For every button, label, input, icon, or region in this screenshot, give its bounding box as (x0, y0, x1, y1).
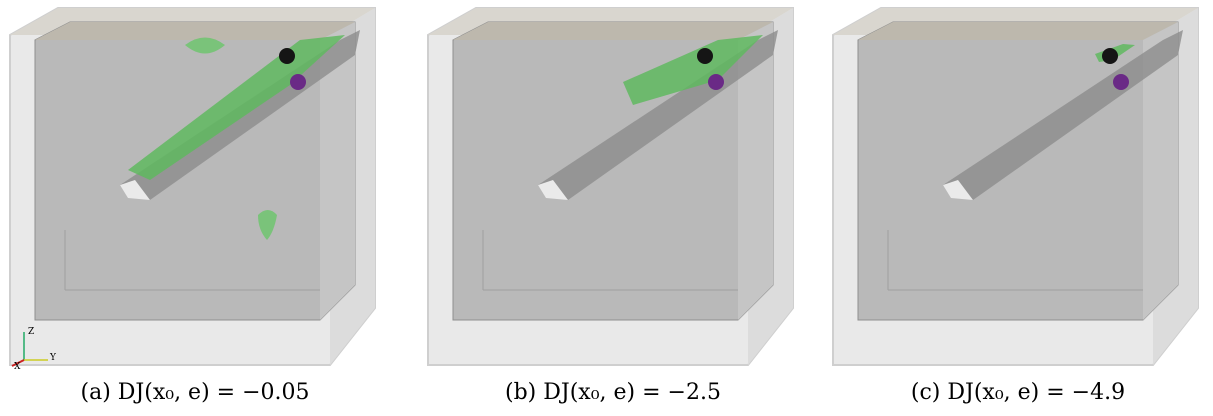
cube-render-b (427, 7, 794, 366)
cube-render-c (832, 7, 1199, 366)
panel-b: (b) DJ(x₀, e) = −2.5 (418, 0, 808, 416)
green-blob-top (185, 37, 225, 54)
inner-box-side (738, 22, 773, 320)
inner-box-top (858, 22, 1178, 40)
cube-render-a (9, 7, 376, 366)
inner-box-side (320, 22, 355, 320)
inner-box-side (1143, 22, 1178, 320)
sphere-purple (1113, 74, 1129, 90)
inner-box-top (453, 22, 773, 40)
caption-a: (a) DJ(x₀, e) = −0.05 (0, 380, 390, 405)
caption-expression: DJ(x₀, e) = −4.9 (947, 380, 1126, 405)
caption-expression: DJ(x₀, e) = −2.5 (543, 380, 721, 405)
caption-b: (b) DJ(x₀, e) = −2.5 (418, 380, 808, 405)
sphere-black (1102, 48, 1118, 64)
fault-edge (943, 180, 973, 200)
sphere-black (697, 48, 713, 64)
inner-box-top (35, 22, 355, 40)
fault-edge (538, 180, 568, 200)
triad-z-label: Z (28, 327, 34, 337)
caption-label: (a) (80, 380, 111, 405)
caption-c: (c) DJ(x₀, e) = −4.9 (823, 380, 1213, 405)
fault-edge (120, 180, 150, 200)
sphere-black (279, 48, 295, 64)
fault-plane (943, 30, 1183, 200)
green-blob-bottom (258, 210, 277, 240)
sphere-purple (290, 74, 306, 90)
green-surface (128, 35, 345, 180)
triad-x-label: X (14, 362, 21, 370)
green-surface (623, 35, 763, 105)
panel-c: (c) DJ(x₀, e) = −4.9 (823, 0, 1213, 416)
caption-label: (b) (505, 380, 537, 405)
triad-y-label: Y (49, 353, 57, 363)
panel-a: Z Y X (a) DJ(x₀, e) = −0.05 (0, 0, 390, 416)
axes-triad: Z Y X (4, 320, 64, 370)
caption-expression: DJ(x₀, e) = −0.05 (117, 380, 310, 405)
caption-label: (c) (910, 380, 941, 405)
sphere-purple (708, 74, 724, 90)
